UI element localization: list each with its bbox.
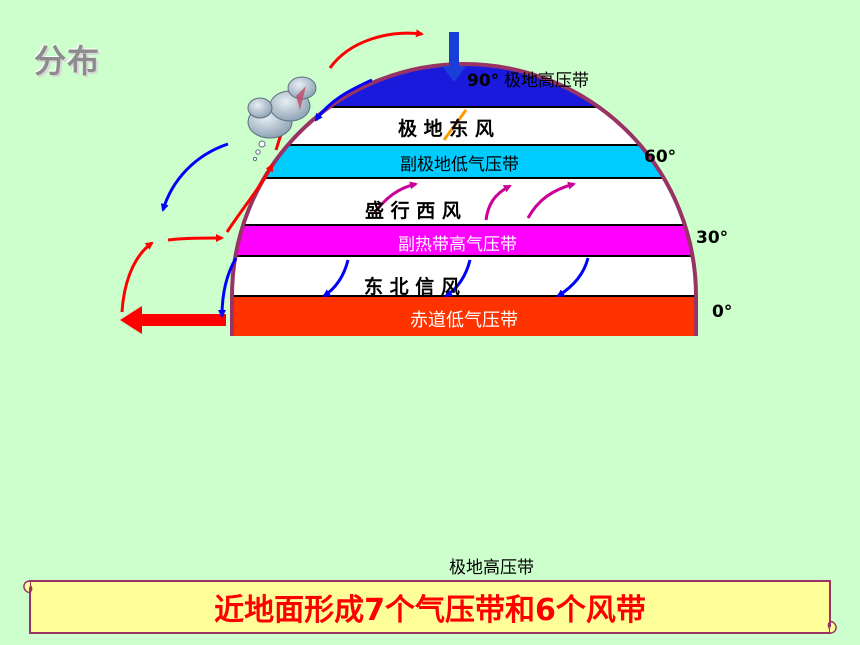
label-equatorial-low: 赤道低气压带 bbox=[410, 310, 518, 331]
label-subtropical-high: 副热带高气压带 bbox=[398, 235, 517, 255]
descending-air-arrow-icon bbox=[442, 32, 466, 82]
band-subtropical-high bbox=[232, 225, 696, 256]
trade-wind-arrow-left bbox=[322, 259, 350, 298]
label-polar-high: 极地高压带 bbox=[504, 71, 589, 91]
band-westerlies bbox=[232, 178, 696, 225]
cloud-icon bbox=[247, 76, 317, 162]
latitude-0: 0° bbox=[712, 302, 733, 322]
sinking-air-arrow-polar bbox=[314, 78, 373, 122]
label-northeast-trades: 东 北 信 风 bbox=[364, 276, 460, 298]
polar-easterly-arrow-icon bbox=[442, 109, 468, 141]
label-subpolar-low: 副极地低气压带 bbox=[400, 155, 519, 175]
band-subpolar-low bbox=[232, 145, 696, 178]
bottom-label: 极地高压带 bbox=[449, 558, 534, 578]
band-equatorial-low bbox=[232, 296, 696, 336]
rising-air-arrow-subpolar bbox=[225, 163, 274, 233]
rising-air-arrow-equator bbox=[120, 241, 154, 313]
latitude-30: 30° bbox=[696, 228, 729, 248]
sinking-air-arrow-subtropical bbox=[218, 257, 238, 318]
label-westerlies: 盛 行 西 风 bbox=[365, 200, 461, 222]
trade-wind-arrow-right bbox=[556, 257, 590, 298]
westerly-arrow-middle bbox=[484, 184, 512, 221]
latitude-60: 60° bbox=[644, 147, 677, 167]
label-polar-easterlies: 极 地 东 风 bbox=[398, 118, 494, 140]
hemisphere-outline bbox=[230, 62, 698, 336]
return-flow-arrow-midlatitude bbox=[160, 142, 229, 212]
latitude-90: 90° bbox=[467, 71, 500, 91]
trade-wind-arrow-middle bbox=[444, 259, 472, 298]
upper-air-arrow-top bbox=[328, 29, 424, 69]
upper-air-arrow-tropics bbox=[167, 234, 224, 243]
page-heading: 分布 bbox=[34, 42, 101, 80]
scroll-frame bbox=[23, 580, 837, 634]
westerly-arrow-left bbox=[373, 181, 418, 213]
equatorial-outflow-arrow-icon bbox=[120, 306, 226, 334]
westerly-arrow-right bbox=[526, 181, 576, 219]
summary-banner: 近地面形成7个气压带和6个风带 bbox=[22, 577, 838, 637]
banner-text: 近地面形成7个气压带和6个风带 bbox=[214, 593, 646, 628]
